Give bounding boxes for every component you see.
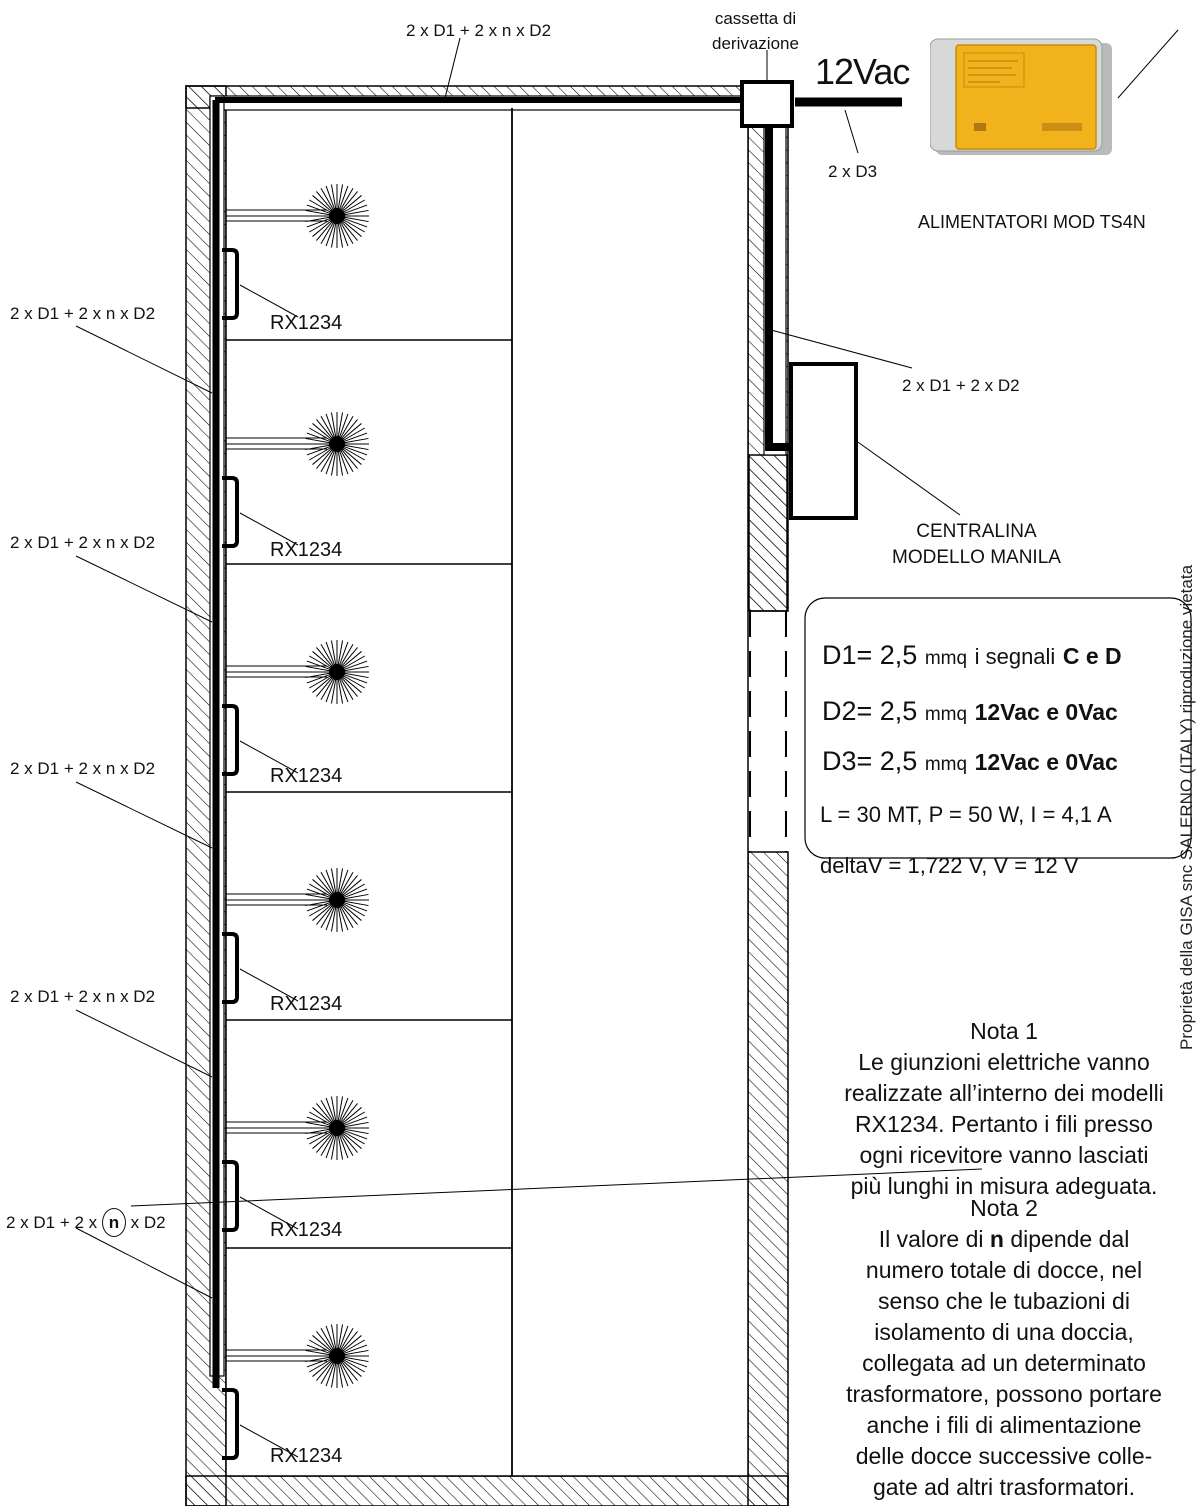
- spec-d2: D2= 2,5 mmq 12Vac e 0Vac: [822, 696, 1118, 727]
- psu-caption: ALIMENTATORI MOD TS4N: [918, 212, 1146, 232]
- cable-runs: [212, 97, 902, 1388]
- nota-2-line-7: anche i fili di alimentazione: [866, 1412, 1142, 1438]
- wall-bottom: [185, 1475, 789, 1506]
- spec-d3-main: D3= 2,5: [822, 746, 918, 776]
- receiver-rx1234: [222, 1160, 239, 1232]
- junction-box: [740, 80, 794, 128]
- voltage-label: 12Vac: [815, 51, 910, 92]
- spec-d1-desc: i segnali: [974, 644, 1056, 669]
- leader-lines: [75, 29, 1179, 1299]
- last-cable-label: 2 x D1 + 2 x n x D2: [6, 1208, 166, 1237]
- receiver-label-3: RX1234: [270, 765, 343, 787]
- spec-d1-main: D1= 2,5: [822, 640, 918, 670]
- spec-d2-main: D2= 2,5: [822, 696, 918, 726]
- junction-box-label: cassetta di derivazione: [712, 6, 799, 56]
- spec-d2-bold: 12Vac e 0Vac: [974, 699, 1118, 725]
- shower-stall-6: [222, 1324, 369, 1460]
- last-cable-n: n: [101, 1208, 126, 1237]
- receiver-label-6: RX1234: [270, 1445, 343, 1467]
- last-cable-label-pre: 2 x D1 + 2 x: [6, 1213, 98, 1232]
- side-cable-label-1: 2 x D1 + 2 x n x D2: [10, 304, 156, 323]
- receiver-rx1234: [222, 476, 239, 548]
- receiver-label-1: RX1234: [270, 312, 343, 334]
- shower-stall-4: [222, 868, 369, 1004]
- receiver-rx1234: [222, 248, 239, 320]
- spec-d2-unit: mmq: [924, 704, 968, 725]
- nota-1-line-4: ogni ricevitore vanno lasciati: [859, 1142, 1149, 1168]
- shower-head-icon: [305, 1096, 369, 1160]
- last-cable-label-post: x D2: [130, 1213, 166, 1232]
- controller-label-line2: MODELLO MANILA: [892, 547, 1061, 568]
- shower-head-icon: [305, 868, 369, 932]
- nota-2: Nota 2 Il valore di n dipende dal numero…: [816, 1193, 1192, 1503]
- controller-box: [789, 362, 858, 520]
- nota-2-line-1-bold: n: [989, 1226, 1004, 1252]
- nota-2-line-6: trasformatore, possono portare: [846, 1381, 1162, 1407]
- nota-1-line-2: realizzate all’interno dei modelli: [844, 1080, 1164, 1106]
- spec-d3-unit: mmq: [924, 754, 968, 775]
- nota-2-line-1-post: dipende dal: [1010, 1226, 1130, 1252]
- shower-stall-5: [222, 1096, 369, 1232]
- nota-2-line-9: gate ad altri trasformatori.: [872, 1474, 1136, 1500]
- receiver-label-5: RX1234: [270, 1219, 343, 1241]
- stall-dividers: [226, 339, 512, 1249]
- right-cable-label: 2 x D1 + 2 x D2: [902, 376, 1020, 395]
- junction-box-label-line1: cassetta di: [714, 9, 797, 28]
- shower-head-icon: [305, 184, 369, 248]
- shower-head-icon: [305, 640, 369, 704]
- controller-label-line1: CENTRALINA: [916, 521, 1037, 542]
- shower-head-icon: [305, 1324, 369, 1388]
- cable-right: [765, 128, 790, 451]
- nota-2-line-1-pre: Il valore di: [878, 1226, 984, 1252]
- spec-line4: L = 30 MT, P = 50 W, I = 4,1 A: [820, 802, 1112, 827]
- shower-stall-1: [222, 184, 369, 320]
- vertical-copyright-note: Proprietà della GISA snc SALERNO (ITALY)…: [1177, 564, 1196, 1050]
- side-cable-label-2: 2 x D1 + 2 x n x D2: [10, 533, 156, 552]
- nota-1-line-5: più lunghi in misura adeguata.: [850, 1173, 1158, 1199]
- nota-2-line-5: collegata ad un determinato: [862, 1350, 1146, 1376]
- junction-box-label-line2: derivazione: [712, 34, 799, 53]
- receiver-rx1234: [222, 932, 239, 1004]
- nota-2-line-8: delle docce successive colle-: [855, 1443, 1153, 1469]
- spec-d3: D3= 2,5 mmq 12Vac e 0Vac: [822, 746, 1118, 777]
- shower-stall-2: [222, 412, 369, 548]
- nota-2-line-2: numero totale di docce, nel: [865, 1257, 1143, 1283]
- side-cable-label-4: 2 x D1 + 2 x n x D2: [10, 987, 156, 1006]
- n-circle: [101, 1208, 126, 1237]
- walls: [185, 85, 789, 1506]
- receiver-rx1234: [222, 704, 239, 776]
- spec-d3-bold: 12Vac e 0Vac: [974, 749, 1118, 775]
- spec-d1-unit: mmq: [924, 648, 968, 669]
- spec-box: [804, 597, 1192, 859]
- top-cable-label: 2 x D1 + 2 x n x D2: [406, 21, 552, 40]
- shower-stall-3: [222, 640, 369, 776]
- supply-cable-label: 2 x D3: [828, 162, 878, 181]
- nota-1-title: Nota 1: [970, 1018, 1038, 1044]
- receiver-label-4: RX1234: [270, 993, 343, 1015]
- nota-1-line-3: RX1234. Pertanto i fili presso: [855, 1111, 1153, 1137]
- shower-head-icon: [305, 412, 369, 476]
- nota-1: Nota 1 Le giunzioni elettriche vanno rea…: [816, 1016, 1192, 1202]
- receiver-label-2: RX1234: [270, 539, 343, 561]
- shower-stalls: [222, 184, 369, 1460]
- spec-d1: D1= 2,5 mmq i segnali C e D: [822, 640, 1122, 671]
- receiver-rx1234: [222, 1388, 239, 1460]
- spec-line5: deltaV = 1,722 V, V = 12 V: [820, 853, 1079, 878]
- nota-2-line-3: senso che le tubazioni di: [878, 1288, 1130, 1314]
- power-supply-image: [929, 35, 1115, 160]
- spec-d1-bold: C e D: [1062, 643, 1122, 669]
- nota-1-line-1: Le giunzioni elettriche vanno: [858, 1049, 1150, 1075]
- nota-2-line-4: isolamento di una doccia,: [874, 1319, 1134, 1345]
- side-cable-label-3: 2 x D1 + 2 x n x D2: [10, 759, 156, 778]
- nota-2-title: Nota 2: [970, 1195, 1038, 1221]
- controller-label: CENTRALINA MODELLO MANILA: [892, 519, 1061, 571]
- nota-2-line-1: Il valore di n dipende dal: [816, 1224, 1192, 1255]
